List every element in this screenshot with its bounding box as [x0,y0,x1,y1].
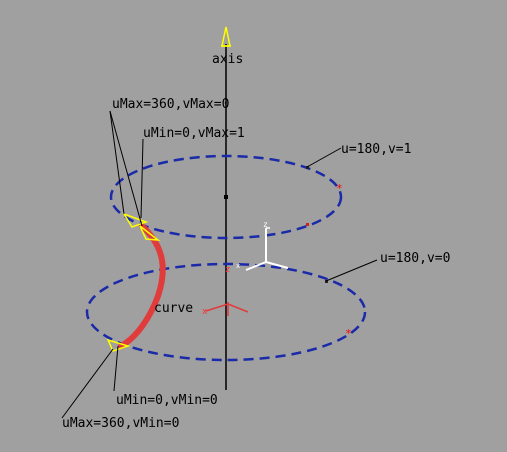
svg-text:z: z [263,220,268,229]
bottom-seam-label: uMax=360,vMin=0 [62,416,179,431]
pivot-gizmo[interactable]: z z x [225,220,289,275]
top-right-label: u=180,v=1 [341,142,411,157]
seam-top-min-manipulator-icon[interactable] [139,225,161,241]
leader-lines [61,110,378,419]
top-seam-label: uMax=360,vMax=0 [112,97,229,112]
isoparm-bottom[interactable] [85,262,367,362]
cv-marker-top: * [336,182,343,195]
svg-text:x: x [236,262,240,270]
svg-text:z: z [225,265,230,275]
isoparm-point-bottom-right [325,280,328,283]
bottom-right-label: u=180,v=0 [380,251,450,266]
cv-marker-bottom: * [345,327,352,340]
seam-bottom-manipulator-icon[interactable] [106,338,131,352]
top-min-label: uMin=0,vMax=1 [143,126,245,141]
cv-point-top [306,223,309,226]
svg-text:x: x [202,307,208,317]
profile-curve[interactable] [118,223,166,349]
curve-gizmo[interactable]: x [202,302,249,317]
curve-label: curve [154,301,193,316]
seam-top-manipulator-icon[interactable] [122,212,149,228]
axis-midpoint-marker [224,195,228,199]
axis-label: axis [212,52,243,67]
bottom-min-label: uMin=0,vMin=0 [116,393,218,408]
isoparm-point-top-right [306,166,309,169]
axis-end-manipulator-icon[interactable] [221,26,231,47]
isoparm-top[interactable] [109,154,343,240]
